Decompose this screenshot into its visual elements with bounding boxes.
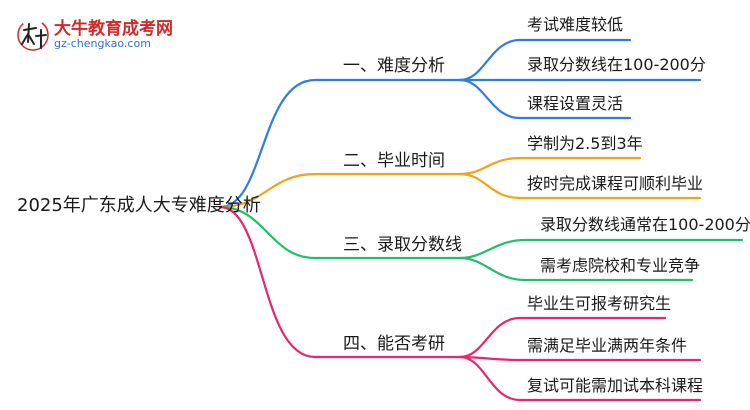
connector-root-branch-4 — [218, 205, 462, 359]
connector-b2-leaf-2 — [458, 172, 702, 200]
leaf-b1-3: 课程设置灵活 — [527, 94, 624, 113]
connector-b1-leaf-1 — [458, 38, 632, 82]
connector-root-branch-1 — [218, 78, 462, 209]
branch-admission-score: 三、录取分数线 — [343, 235, 462, 255]
leaf-b4-3: 复试可能需加试本科课程 — [527, 376, 704, 395]
connector-root-branch-3 — [218, 205, 462, 260]
connector-b4-leaf-2 — [458, 355, 702, 362]
connector-b4-leaf-3 — [458, 355, 702, 402]
connector-b3-leaf-1 — [458, 238, 744, 260]
leaf-b2-2: 按时完成课程可顺利毕业 — [527, 174, 704, 193]
logo-subtitle: gz-chengkao.com — [54, 37, 151, 50]
site-logo[interactable]: 大牛教育成考网 gz-chengkao.com — [14, 12, 184, 56]
connector-b4-leaf-1 — [458, 316, 667, 359]
leaf-b2-1: 学制为2.5到3年 — [527, 134, 643, 153]
leaf-b4-1: 毕业生可报考研究生 — [527, 294, 672, 313]
connector-b3-leaf-2 — [458, 256, 694, 282]
connector-b1-leaf-3 — [458, 78, 632, 120]
branch-difficulty: 一、难度分析 — [343, 56, 445, 76]
logo-title: 大牛教育成考网 — [54, 19, 173, 39]
connector-root-branch-2 — [218, 172, 462, 209]
da-niu-logo-icon — [17, 19, 49, 51]
branch-postgraduate: 四、能否考研 — [343, 334, 445, 354]
branch-graduation-time: 二、毕业时间 — [343, 151, 445, 171]
leaf-b4-2: 需满足毕业满两年条件 — [527, 336, 688, 355]
connector-b2-leaf-1 — [458, 156, 642, 176]
leaf-b1-2: 录取分数线在100-200分 — [527, 55, 706, 74]
mindmap-root: 2025年广东成人大专难度分析 — [17, 195, 261, 216]
leaf-b3-1: 录取分数线通常在100-200分 — [540, 215, 750, 234]
leaf-b1-1: 考试难度较低 — [527, 15, 624, 34]
leaf-b3-2: 需考虑院校和专业竞争 — [540, 256, 701, 275]
